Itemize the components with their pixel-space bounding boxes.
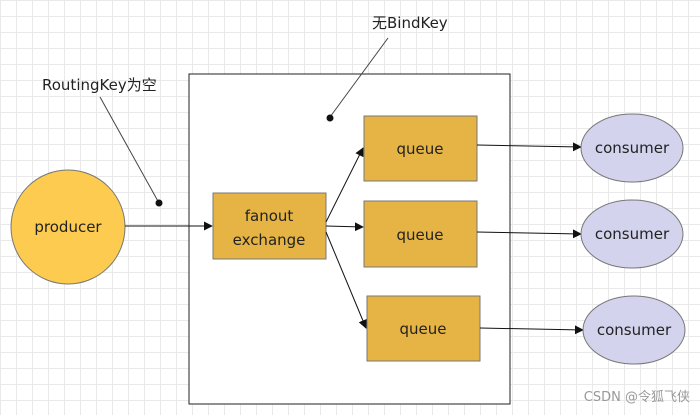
bind-key-dot [326,114,334,122]
fanout-exchange-node [212,192,327,260]
queue-2-node [363,200,478,268]
consumer-3-node [582,295,686,365]
queue-1-node [363,115,478,182]
bind-key-pointer [329,37,389,118]
queue-2-to-consumer-2-arrow [476,229,582,239]
queue-3-label: queue [400,320,447,338]
consumer-2-label: consumer [595,225,670,243]
queue-3-to-consumer-3-arrow [479,325,584,335]
exchange-to-queue-1-arrow [325,147,364,223]
queue-1-to-consumer-1-arrow [476,142,582,152]
bind-key-note: 无BindKey [372,14,448,32]
routing-key-pointer [99,96,160,204]
consumer-1-label: consumer [595,139,670,157]
producer-label: producer [34,218,102,236]
queue-3-node [366,295,481,362]
consumer-3-label: consumer [597,321,672,339]
exchange-to-queue-3-arrow [325,231,368,329]
queue-2-label: queue [397,226,444,244]
csdn-watermark: CSDN @令狐飞侠 [584,390,690,405]
routing-key-dot [155,199,163,207]
producer-node [10,169,126,285]
queue-1-label: queue [397,140,444,158]
exchange-label-line1: fanout [245,207,294,225]
consumer-2-node [580,199,684,269]
routing-key-note: RoutingKey为空 [42,76,157,94]
consumer-1-node [580,113,684,183]
exchange-to-queue-2-arrow [325,222,364,232]
exchange-label-line2: exchange [233,231,306,249]
